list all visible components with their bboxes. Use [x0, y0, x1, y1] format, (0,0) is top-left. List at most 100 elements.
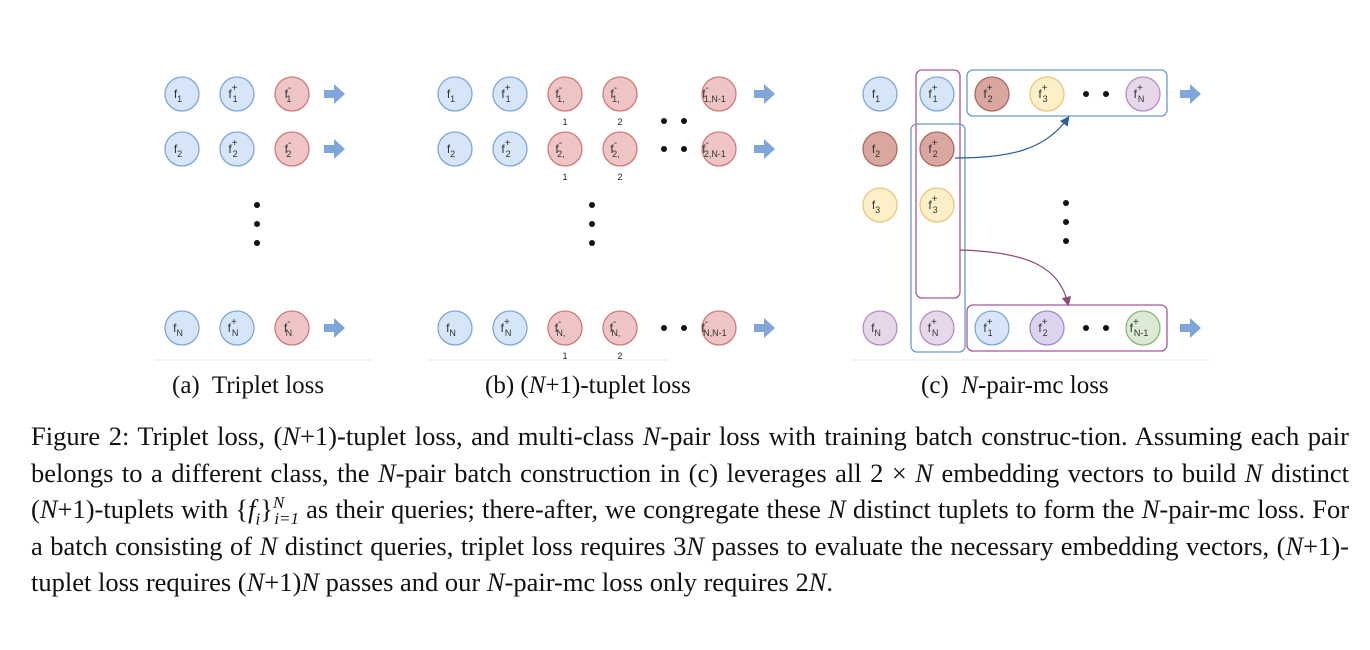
node-sup: + — [505, 83, 511, 94]
caption-seg: as their queries; there-after, we congre… — [299, 494, 829, 524]
node-base: f — [983, 87, 987, 101]
caption-var: N — [1285, 530, 1304, 561]
embedding-node-circle — [919, 76, 955, 112]
embedding-node-circle — [219, 310, 255, 346]
embedding-node-circle — [164, 76, 200, 112]
embedding-node-label: f2 — [447, 142, 455, 159]
node-base: f — [983, 321, 987, 335]
embedding-node-circle — [1029, 310, 1065, 346]
caption-seg: +1)-tuplet loss, and multi-class — [299, 421, 643, 451]
node-sub: 3 — [1043, 94, 1048, 104]
node-sub-index: 1 — [562, 351, 567, 361]
node-sub-index: 1 — [562, 172, 567, 182]
embedding-node-circle — [602, 310, 638, 346]
caption-var: N — [915, 457, 933, 488]
embedding-node-label: f1 — [872, 87, 880, 104]
node-base: f — [501, 142, 505, 156]
positive-group-box-bottom — [910, 123, 966, 353]
caption-var: N — [1141, 494, 1160, 524]
node-sub: 3 — [933, 205, 938, 215]
arrow-right-icon — [324, 139, 345, 159]
embedding-node-label: f+N — [1134, 83, 1145, 104]
caption-seg: +1)-tuplets with { — [57, 494, 249, 524]
embedding-node: f2 — [164, 131, 200, 167]
embedding-node-circle — [547, 310, 583, 346]
embedding-node-label: f-2,N-1 — [702, 138, 726, 159]
caption-seg: } — [260, 494, 273, 524]
node-base: f — [872, 198, 876, 212]
embedding-node-circle — [492, 131, 528, 167]
node-base: f — [285, 142, 289, 156]
caption-panel-c-text: -pair-mc loss — [977, 372, 1109, 399]
embedding-node-label: f+N — [501, 317, 512, 338]
ellipsis-dot — [589, 221, 595, 227]
caption-var: N — [246, 567, 265, 597]
node-sup: + — [231, 317, 237, 328]
embedding-node: f+3 — [1029, 76, 1065, 112]
embedding-node-label: f+1 — [983, 317, 992, 338]
node-base: f — [174, 87, 178, 101]
caption-panel-a-text: Triplet loss — [211, 372, 325, 399]
node-sub: 2 — [450, 149, 455, 159]
node-sub: 2 — [1043, 328, 1048, 338]
node-sub: N — [1138, 94, 1145, 104]
embedding-node-circle — [547, 76, 583, 112]
embedding-node-label: f+N-1 — [1130, 317, 1149, 338]
embedding-node-circle — [547, 131, 583, 167]
embedding-node: f1 — [164, 76, 200, 112]
embedding-node-label: f-2, — [610, 138, 619, 159]
embedding-node-label: f+2 — [228, 138, 237, 159]
node-base: f — [285, 87, 289, 101]
caption-seg: distinct queries, triplet loss requires … — [277, 530, 687, 561]
embedding-node: fN — [164, 310, 200, 346]
node-base: f — [173, 321, 177, 335]
arrow-right-icon — [754, 318, 775, 338]
embedding-node-circle — [437, 76, 473, 112]
node-sup: - — [288, 83, 291, 94]
caption-panel-b: (b) (N+1)-tuplet loss — [485, 372, 691, 400]
node-base: f — [446, 321, 450, 335]
node-sup: + — [987, 83, 993, 94]
embedding-node-circle — [1125, 310, 1161, 346]
ellipsis-dot — [681, 325, 687, 331]
embedding-node-circle — [974, 310, 1010, 346]
node-sub: N — [505, 328, 512, 338]
node-sup: + — [505, 138, 511, 149]
ellipsis-dot — [661, 118, 667, 124]
node-sup: + — [932, 83, 938, 94]
caption-var: N — [39, 494, 58, 524]
node-sup: + — [1137, 83, 1143, 94]
arrow-right-icon — [754, 139, 775, 159]
embedding-node-label: f-1 — [285, 83, 292, 104]
embedding-node-circle — [164, 310, 200, 346]
embedding-node-label: f2 — [872, 142, 880, 159]
embedding-node: f+2 — [219, 131, 255, 167]
embedding-node: f+N — [492, 310, 528, 346]
node-sub: 1 — [233, 94, 238, 104]
caption-panel-c: (c) N-pair-mc loss — [921, 372, 1109, 400]
node-sup: + — [932, 138, 938, 149]
node-base: f — [1038, 321, 1042, 335]
node-sub: 1 — [286, 94, 291, 104]
figure-caption: Figure 2: Triplet loss, (N+1)-tuplet los… — [31, 418, 1349, 601]
embedding-node-label: f-N,N-1 — [701, 317, 726, 338]
ellipsis-dot — [1063, 219, 1069, 225]
embedding-node: f-2,2 — [602, 131, 638, 182]
embedding-node: fN — [862, 310, 898, 346]
embedding-node: f+1 — [492, 76, 528, 112]
embedding-node: f+2 — [1029, 310, 1065, 346]
embedding-node-circle — [492, 76, 528, 112]
embedding-node-circle — [919, 187, 955, 223]
embedding-node-circle — [437, 310, 473, 346]
ellipsis-dot — [1063, 200, 1069, 206]
embedding-node-label: fN — [871, 321, 881, 338]
embedding-node: f-1,N-1 — [701, 76, 737, 112]
caption-var: i — [255, 509, 261, 529]
node-sub-index: 2 — [617, 117, 622, 127]
ellipsis-dot — [1103, 91, 1109, 97]
ellipsis-dot — [254, 221, 260, 227]
node-base: f — [928, 142, 932, 156]
node-sup: + — [504, 317, 510, 328]
embedding-node-label: f3 — [872, 198, 880, 215]
